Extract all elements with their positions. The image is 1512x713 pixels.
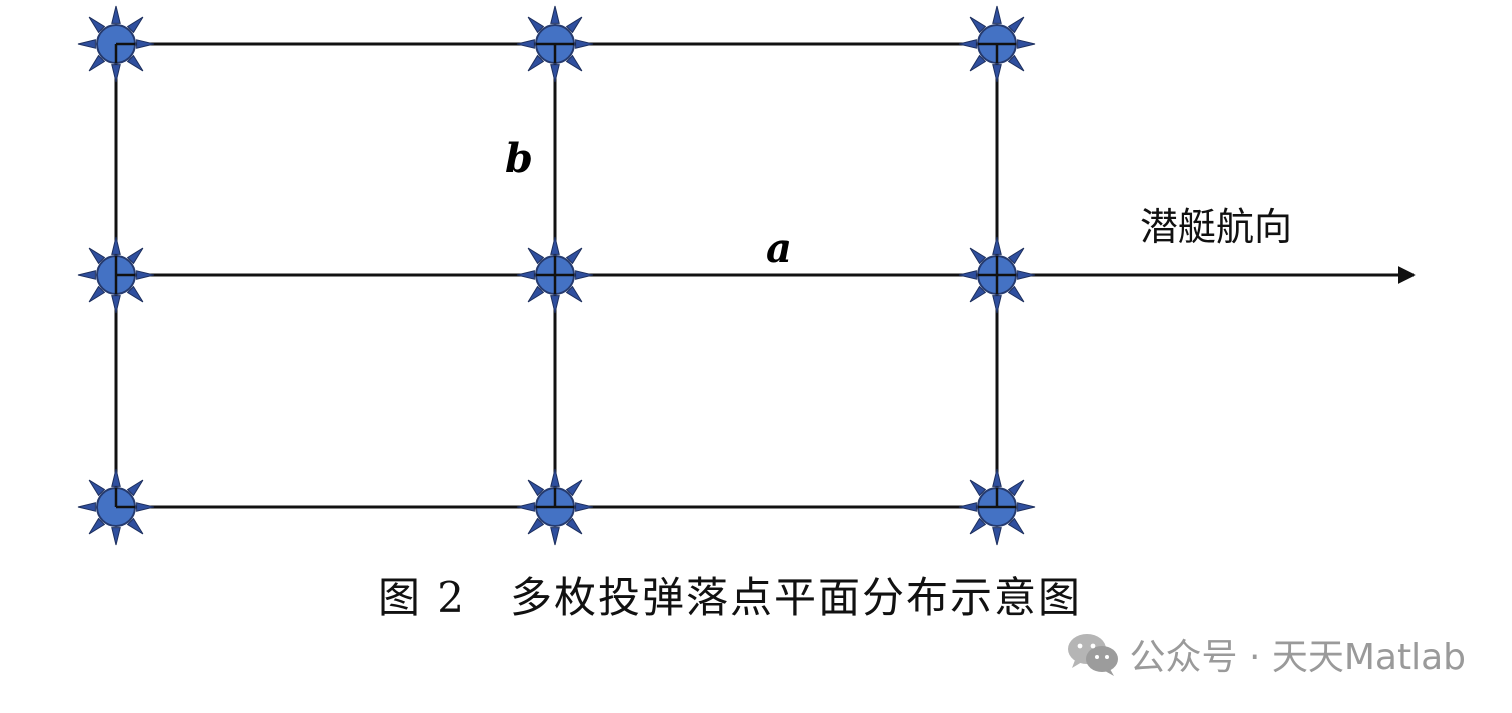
marker-spike <box>992 295 1002 314</box>
marker-spike <box>77 39 96 49</box>
watermark: 公众号 · 天天Matlab <box>1066 628 1466 680</box>
marker-spike <box>88 16 106 34</box>
drop-point-marker <box>516 468 594 546</box>
marker-spike <box>550 236 560 255</box>
drop-point-marker <box>958 236 1036 314</box>
drop-point-marker <box>958 468 1036 546</box>
drop-point-marker <box>516 236 594 314</box>
marker-spike <box>969 479 987 497</box>
marker-spike <box>1007 16 1025 34</box>
marker-spike <box>516 270 535 280</box>
marker-spike <box>527 479 545 497</box>
marker-spike <box>111 468 121 487</box>
marker-spike <box>136 39 155 49</box>
marker-spike <box>527 54 545 72</box>
marker-spike <box>77 502 96 512</box>
figure-caption: 图 2 多枚投弹落点平面分布示意图 <box>377 573 1083 622</box>
marker-spike <box>969 16 987 34</box>
marker-spike <box>1007 247 1025 265</box>
marker-spike <box>1007 285 1025 303</box>
marker-spike <box>527 247 545 265</box>
marker-spike <box>1007 479 1025 497</box>
marker-spike <box>992 468 1002 487</box>
drop-point-marker <box>958 5 1036 83</box>
marker-spike <box>88 54 106 72</box>
marker-spike <box>88 285 106 303</box>
label-b: b <box>505 135 533 182</box>
marker-spike <box>1007 517 1025 535</box>
marker-spike <box>126 285 144 303</box>
marker-spike <box>958 39 977 49</box>
marker-spike <box>88 247 106 265</box>
marker-spike <box>516 39 535 49</box>
drop-point-marker <box>77 236 155 314</box>
marker-spike <box>136 270 155 280</box>
marker-spike <box>550 468 560 487</box>
marker-spike <box>958 270 977 280</box>
marker-spike <box>969 54 987 72</box>
wechat-icon <box>1067 634 1118 676</box>
marker-spike <box>550 5 560 24</box>
marker-spike <box>126 479 144 497</box>
watermark-text: 公众号 · 天天Matlab <box>1129 637 1466 678</box>
marker-spike <box>111 295 121 314</box>
marker-spike <box>550 64 560 83</box>
marker-spike <box>969 517 987 535</box>
marker-spike <box>565 247 583 265</box>
marker-spike <box>992 5 1002 24</box>
marker-spike <box>969 247 987 265</box>
marker-spike <box>527 517 545 535</box>
marker-spike <box>88 517 106 535</box>
heading-label: 潜艇航向 <box>1140 205 1292 249</box>
marker-spike <box>550 527 560 546</box>
drop-point-marker <box>77 468 155 546</box>
marker-spike <box>126 54 144 72</box>
drop-point-marker <box>77 5 155 83</box>
marker-spike <box>992 236 1002 255</box>
marker-spike <box>1017 39 1036 49</box>
drop-point-marker <box>516 5 594 83</box>
marker-spike <box>565 285 583 303</box>
marker-spike <box>992 527 1002 546</box>
marker-spike <box>565 54 583 72</box>
marker-spike <box>516 502 535 512</box>
marker-spike <box>1017 502 1036 512</box>
marker-spike <box>1017 270 1036 280</box>
marker-spike <box>958 502 977 512</box>
marker-spike <box>111 236 121 255</box>
marker-spike <box>111 5 121 24</box>
marker-spike <box>565 479 583 497</box>
marker-spike <box>136 502 155 512</box>
marker-spike <box>575 502 594 512</box>
label-a: a <box>766 225 792 272</box>
marker-spike <box>126 247 144 265</box>
marker-spike <box>565 16 583 34</box>
marker-spike <box>111 527 121 546</box>
marker-spike <box>550 295 560 314</box>
marker-spike <box>969 285 987 303</box>
drop-points <box>77 5 1036 546</box>
marker-spike <box>575 39 594 49</box>
marker-spike <box>88 479 106 497</box>
marker-spike <box>77 270 96 280</box>
marker-spike <box>527 285 545 303</box>
marker-spike <box>527 16 545 34</box>
marker-spike <box>575 270 594 280</box>
marker-spike <box>111 64 121 83</box>
marker-spike <box>126 16 144 34</box>
marker-spike <box>1007 54 1025 72</box>
marker-spike <box>126 517 144 535</box>
marker-spike <box>992 64 1002 83</box>
marker-spike <box>565 517 583 535</box>
